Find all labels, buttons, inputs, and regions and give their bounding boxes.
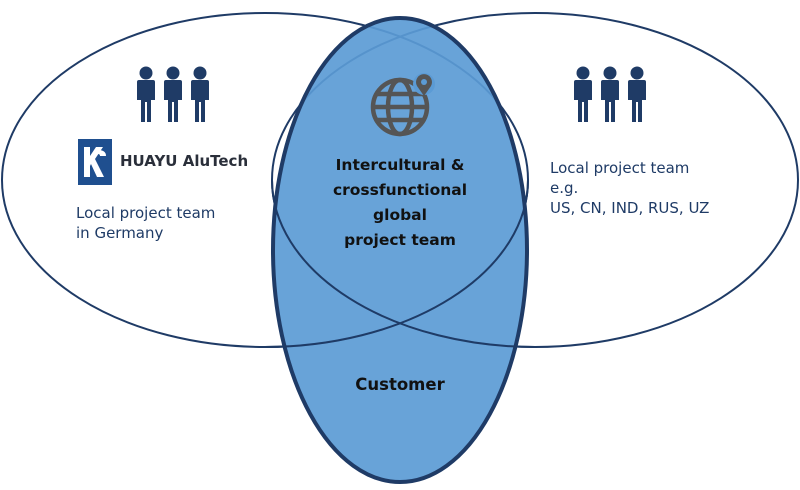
center-line3: global bbox=[373, 206, 427, 224]
center-line4: project team bbox=[344, 231, 456, 249]
people-icon bbox=[137, 66, 209, 122]
left-ellipse-arc-overlay bbox=[264, 179, 529, 348]
right-ellipse-arc-overlay bbox=[271, 179, 536, 348]
huayu-logo-icon bbox=[78, 139, 112, 185]
center-line1: Intercultural & bbox=[335, 156, 465, 174]
customer-label: Customer bbox=[355, 375, 445, 394]
company-name: HUAYU AluTech bbox=[120, 152, 249, 170]
left-team-line2: in Germany bbox=[76, 224, 164, 242]
center-ellipse bbox=[271, 16, 529, 484]
right-team-line2: e.g. bbox=[550, 179, 579, 197]
right-team-line1: Local project team bbox=[550, 159, 690, 177]
globe-pin-icon bbox=[370, 77, 430, 137]
center-line2: crossfunctional bbox=[332, 181, 468, 199]
location-pin-icon bbox=[413, 73, 435, 96]
people-icon bbox=[574, 66, 646, 122]
right-team-line3: US, CN, IND, RUS, UZ bbox=[550, 199, 710, 217]
left-team-line1: Local project team bbox=[76, 204, 216, 222]
